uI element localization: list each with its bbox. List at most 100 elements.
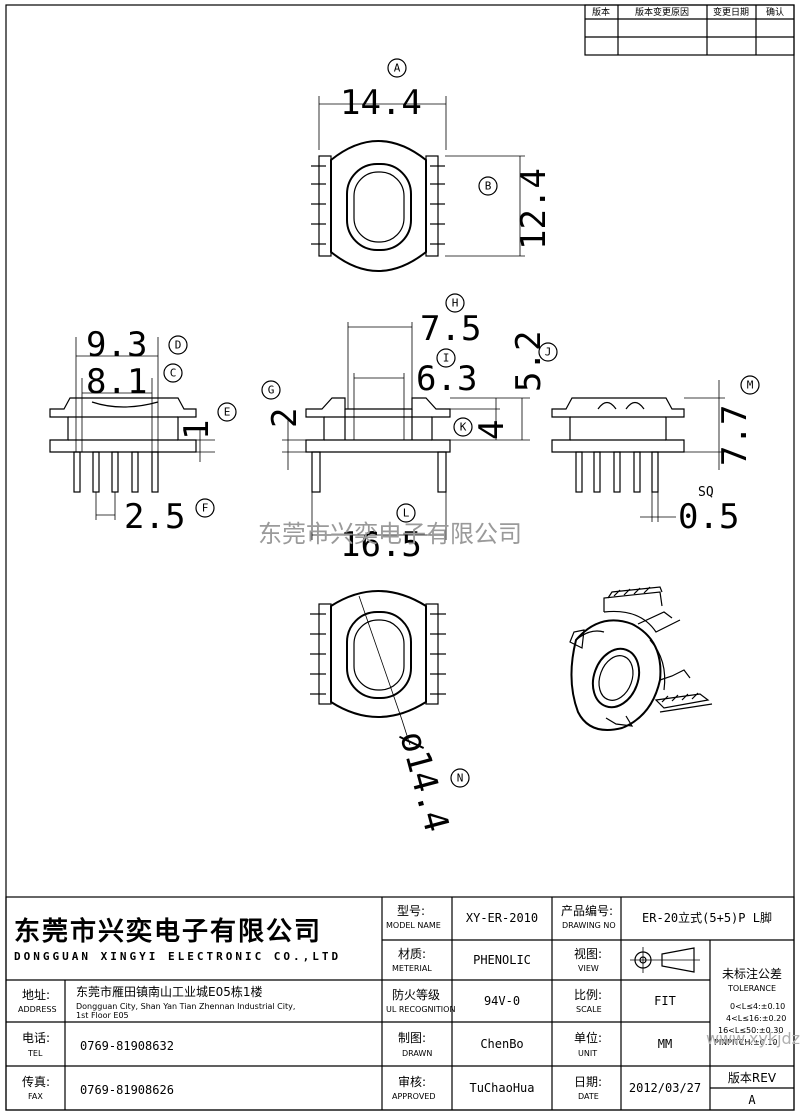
drawing-no-label-en: DRAWING NO	[562, 921, 616, 930]
date-label-cn: 日期:	[574, 1075, 602, 1089]
material-value: PHENOLIC	[473, 953, 531, 967]
svg-text:I: I	[443, 352, 450, 365]
unit-value: MM	[658, 1037, 672, 1051]
address-en-1: Dongguan City, Shan Yan Tian Zhennan Ind…	[76, 1002, 295, 1011]
circle-labels: A B C D E F G H I J K L M N	[163, 58, 760, 788]
approved-label-cn: 审核:	[398, 1074, 426, 1089]
revision-table: 版本 版本变更原因 变更日期 确认	[584, 4, 795, 56]
drawing-no-value: ER-20立式(5+5)P L脚	[642, 910, 772, 925]
dim-A-value: 14.4	[340, 83, 422, 123]
label-C: C	[163, 363, 183, 383]
dim-M-value: 7.7	[715, 405, 755, 466]
scale-value: FIT	[654, 994, 676, 1008]
fax-value: 0769-81908626	[80, 1083, 174, 1097]
ul-label-en: UL RECOGNITION	[386, 1005, 455, 1014]
rev-header-version: 版本	[592, 6, 610, 18]
rev-header-reason: 版本变更原因	[635, 6, 689, 18]
company-name-en: DONGGUAN XINGYI ELECTRONIC CO.,LTD	[14, 950, 341, 963]
isometric-view	[569, 586, 713, 731]
tolerance-line-1: 0<L≤4:±0.10	[730, 1002, 785, 1011]
tolerance-title-en: TOLERANCE	[727, 984, 776, 993]
dim-F-value: 2.5	[124, 497, 185, 537]
unit-label-cn: 单位:	[574, 1030, 602, 1045]
address-label-en: ADDRESS	[18, 1005, 57, 1014]
label-I: I	[436, 348, 456, 368]
company-name-cn: 东莞市兴奕电子有限公司	[14, 916, 322, 947]
scale-label-cn: 比例:	[574, 988, 602, 1002]
approved-label-en: APPROVED	[392, 1092, 436, 1101]
dim-N-value: ø14.4	[391, 727, 456, 836]
right-side-view	[551, 380, 725, 522]
svg-text:G: G	[268, 384, 275, 397]
tolerance-line-2: 4<L≤16:±0.20	[726, 1014, 786, 1023]
svg-text:D: D	[175, 339, 182, 352]
svg-text:K: K	[460, 421, 467, 434]
drawn-value: ChenBo	[480, 1037, 523, 1051]
scale-label-en: SCALE	[576, 1005, 602, 1014]
date-value: 2012/03/27	[629, 1081, 701, 1095]
label-H: H	[445, 293, 465, 313]
model-value: XY-ER-2010	[466, 911, 538, 925]
label-G: G	[261, 380, 281, 400]
dim-D-value: 9.3	[86, 325, 147, 365]
label-B: B	[478, 176, 498, 196]
dim-K-value: 4	[472, 420, 512, 440]
dim-G-value: 2	[265, 408, 305, 428]
ul-label-cn: 防火等级	[392, 987, 440, 1002]
approved-value: TuChaoHua	[469, 1081, 534, 1095]
dim-L-value: 16.5	[340, 525, 422, 565]
svg-text:M: M	[747, 379, 754, 392]
address-cn: 东莞市雁田镇南山工业城E05栋1楼	[76, 984, 263, 999]
label-N: N	[450, 768, 470, 788]
front-view	[282, 322, 530, 540]
label-L: L	[396, 503, 416, 523]
dim-I-value: 6.3	[416, 359, 477, 399]
drawn-label-en: DRAWN	[402, 1049, 432, 1058]
dim-C-value: 8.1	[86, 362, 147, 402]
title-block	[5, 896, 795, 1111]
rev-label: 版本REV	[728, 1071, 777, 1085]
dim-B-value: 12.4	[514, 168, 554, 250]
watermark: 东莞市兴奕电子有限公司	[258, 520, 522, 548]
svg-text:B: B	[485, 180, 492, 193]
label-E: E	[217, 402, 237, 422]
tel-label-en: TEL	[27, 1049, 43, 1058]
tolerance-title-cn: 未标注公差	[722, 966, 782, 981]
dim-H-value: 7.5	[420, 309, 481, 349]
model-label-cn: 型号:	[397, 904, 425, 918]
address-label-cn: 地址:	[22, 988, 50, 1002]
rev-header-date: 变更日期	[713, 6, 749, 18]
label-F: F	[195, 498, 215, 518]
unit-label-en: UNIT	[578, 1049, 597, 1058]
top-view	[311, 96, 525, 272]
label-M: M	[740, 375, 760, 395]
left-side-view	[49, 337, 215, 520]
svg-text:C: C	[170, 367, 177, 380]
dim-J-value: 5.2	[509, 331, 549, 392]
tolerance-line-4: PINPITCH:±0.10	[714, 1038, 778, 1047]
svg-text:E: E	[224, 406, 231, 419]
dim-sq-label: SQ	[698, 485, 714, 500]
tolerance-line-3: 16<L≤50:±0.30	[718, 1026, 783, 1035]
material-label-cn: 材质:	[398, 947, 426, 961]
material-label-en: METERIAL	[392, 964, 432, 973]
fax-label-cn: 传真:	[22, 1074, 50, 1089]
fax-label-en: FAX	[28, 1092, 43, 1101]
rev-value: A	[748, 1093, 756, 1107]
svg-text:A: A	[394, 62, 401, 75]
rev-header-confirm: 确认	[766, 6, 784, 18]
label-A: A	[387, 58, 407, 78]
tel-label-cn: 电话:	[22, 1031, 50, 1045]
drawing-no-label-cn: 产品编号:	[561, 903, 613, 918]
dim-sq-value: 0.5	[678, 497, 739, 537]
watermark-url: www.xykjdz.com	[706, 1029, 800, 1048]
label-K: K	[453, 417, 473, 437]
svg-text:L: L	[403, 507, 410, 520]
address-en-2: 1st Floor E05	[76, 1011, 129, 1020]
ul-value: 94V-0	[484, 994, 520, 1008]
view-label-en: VIEW	[578, 964, 599, 973]
label-D: D	[168, 335, 188, 355]
svg-text:N: N	[457, 772, 464, 785]
svg-text:H: H	[452, 297, 459, 310]
